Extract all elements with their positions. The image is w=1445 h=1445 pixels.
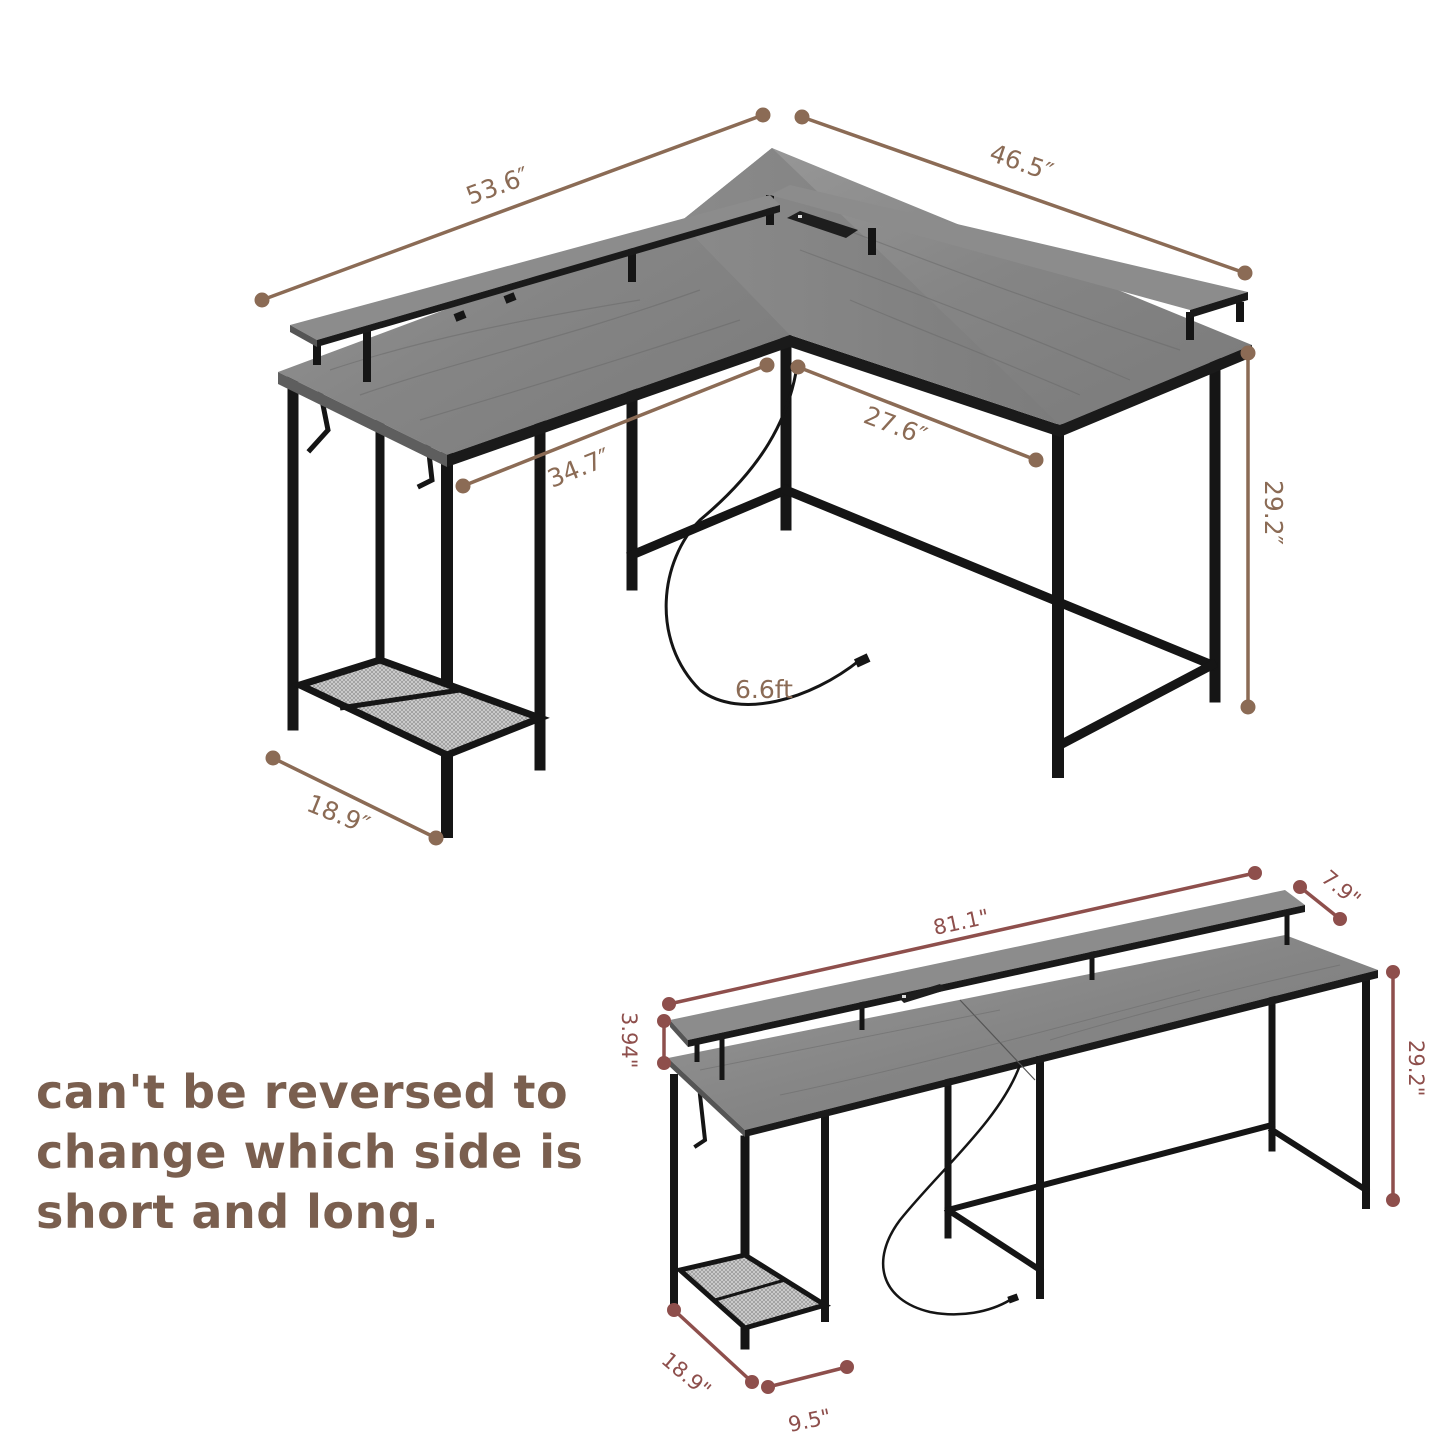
power-strip-icon [787,211,858,238]
power-cord [664,359,861,706]
label-height: 29.2″ [1259,480,1288,545]
mesh-storage-shelf [290,656,550,759]
monitor-riser-shelf [290,185,1248,382]
desk-frame [670,971,1371,1350]
plug-icon [1007,1293,1020,1304]
label-inner-short: 27.6″ [860,401,931,451]
straight-desk-illustration [668,890,1378,1350]
note-line-1: can't be reversed to [36,1065,569,1119]
plug-icon [853,653,871,668]
straight-desk-dimension-lines [657,866,1400,1394]
note-line-3: short and long. [36,1185,440,1239]
reversibility-note: can't be reversed to change which side i… [36,1062,616,1242]
desktop-surface [668,935,1378,1137]
mesh-storage-shelf [674,1252,832,1331]
monitor-riser-shelf [670,890,1305,1080]
label-depth: 18.9″ [303,789,374,840]
label-cord-length: 6.6ft [735,675,793,704]
l-desk-dimension-lines [254,107,1256,846]
power-cord [882,1064,1022,1316]
l-desktop-surface [278,148,1252,467]
label-depth: 18.9" [657,1347,716,1402]
power-strip-icon [898,984,946,1003]
label-shelf-width: 9.5" [786,1404,833,1436]
label-short-side: 46.5″ [986,138,1057,187]
note-line-2: change which side is [36,1125,584,1179]
l-shape-desk-illustration [278,148,1252,838]
label-height: 29.2" [1404,1040,1428,1096]
label-shelf-height: 3.94" [617,1012,641,1068]
